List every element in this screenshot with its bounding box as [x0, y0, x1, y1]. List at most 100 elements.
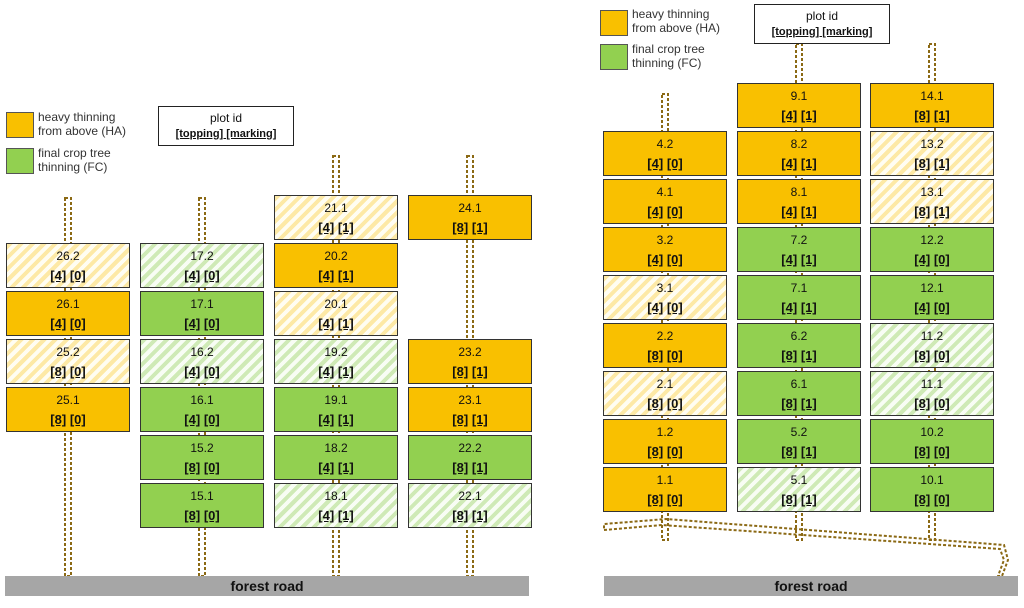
plot-topping-marking: [8] [1]: [871, 204, 993, 219]
plot-topping: [8]: [781, 396, 798, 411]
plot-6.2: 6.2[8] [1]: [737, 323, 861, 368]
plot-id-label: 7.1: [790, 281, 808, 295]
left-site-panel: heavy thinning from above (HA) final cro…: [5, 106, 532, 596]
plot-4.2: 4.2[4] [0]: [603, 131, 727, 176]
plot-topping: [8]: [50, 364, 67, 379]
plot-id-label: 18.1: [324, 489, 348, 503]
plot-1.2: 1.2[8] [0]: [603, 419, 727, 464]
plot-topping-marking: [8] [1]: [738, 492, 860, 507]
plot-id-label: 19.2: [324, 345, 348, 359]
plot-11.2: 11.2[8] [0]: [870, 323, 994, 368]
plot-marking: [1]: [800, 252, 817, 267]
plot-topping: [8]: [647, 444, 664, 459]
forest-road-label: forest road: [230, 578, 304, 594]
forest-road: forest road: [604, 576, 1018, 596]
plot-13.2: 13.2[8] [1]: [870, 131, 994, 176]
plot-topping-marking: [8] [0]: [7, 412, 129, 427]
plot-26.1: 26.1 [4] [0]: [6, 291, 130, 336]
plot-id-label: 17.1: [190, 297, 214, 311]
plot-marking: [1]: [800, 300, 817, 315]
plot-marking: [1]: [337, 268, 354, 283]
legend-fc-swatch: [6, 148, 34, 174]
plot-id-label: 25.1: [56, 393, 80, 407]
collector-trail: [603, 517, 1010, 577]
plot-marking: [0]: [203, 316, 220, 331]
plot-26.2: 26.2[4] [0]: [6, 243, 130, 288]
plot-id-label: 26.1: [56, 297, 80, 311]
plot-id-label: 20.2: [324, 249, 348, 263]
plot-topping-marking: [4] [0]: [604, 252, 726, 267]
plot-topping: [4]: [184, 364, 201, 379]
plot-marking: [0]: [666, 204, 683, 219]
forest-road: forest road: [5, 576, 529, 596]
plot-marking: [1]: [933, 156, 950, 171]
plot-topping-marking: [4] [0]: [141, 412, 263, 427]
plot-topping-marking: [8] [0]: [871, 492, 993, 507]
plot-topping: [8]: [914, 396, 931, 411]
plot-topping-marking: [8] [0]: [141, 460, 263, 475]
plot-topping: [4]: [781, 108, 798, 123]
plot-marking: [0]: [933, 300, 950, 315]
plot-topping: [4]: [184, 412, 201, 427]
plot-topping: [4]: [647, 252, 664, 267]
plot-topping-marking: [4] [0]: [604, 300, 726, 315]
plot-topping-marking: [4] [1]: [275, 412, 397, 427]
plot-marking: [1]: [800, 492, 817, 507]
plot-marking: [0]: [933, 348, 950, 363]
plot-topping-marking: [8] [0]: [871, 444, 993, 459]
plot-14.1: 14.1[8] [1]: [870, 83, 994, 128]
plot-id-label: 10.1: [920, 473, 944, 487]
plot-key-fields: [topping] [marking]: [771, 26, 873, 38]
legend-fc-label: final crop tree thinning (FC): [632, 42, 705, 70]
plot-marking: [1]: [471, 460, 488, 475]
plot-marking: [1]: [471, 412, 488, 427]
plot-topping-marking: [4] [1]: [738, 156, 860, 171]
plot-id-label: 15.2: [190, 441, 214, 455]
plot-topping-marking: [4] [0]: [141, 364, 263, 379]
plot-topping: [4]: [318, 412, 335, 427]
plot-17.1: 17.1[4] [0]: [140, 291, 264, 336]
plot-marking: [0]: [69, 412, 86, 427]
plot-topping-marking: [8] [0]: [141, 508, 263, 523]
plot-id-label: 6.2: [790, 329, 808, 343]
plot-3.1: 3.1[4] [0]: [603, 275, 727, 320]
plot-marking: [0]: [69, 316, 86, 331]
plot-id-label: 15.1: [190, 489, 214, 503]
plot-id-label: 7.2: [790, 233, 808, 247]
plot-id-label: 1.2: [656, 425, 674, 439]
plot-marking: [0]: [933, 492, 950, 507]
plot-23.1: 23.1[8] [1]: [408, 387, 532, 432]
plot-20.2: 20.2[4] [1]: [274, 243, 398, 288]
plot-topping: [8]: [914, 156, 931, 171]
legend-ha-swatch: [6, 112, 34, 138]
plot-id-label: 19.1: [324, 393, 348, 407]
legend-ha-swatch: [600, 10, 628, 36]
plot-16.2: 16.2[4] [0]: [140, 339, 264, 384]
plot-topping-marking: [8] [0]: [871, 396, 993, 411]
plot-topping: [4]: [318, 460, 335, 475]
plot-10.2: 10.2[8] [0]: [870, 419, 994, 464]
plot-marking: [0]: [933, 252, 950, 267]
plot-id-label: 18.2: [324, 441, 348, 455]
plot-10.1: 10.1 [8] [0]: [870, 467, 994, 512]
plot-topping-marking: [8] [1]: [409, 460, 531, 475]
plot-id-label: 5.1: [790, 473, 808, 487]
plot-topping-marking: [4] [0]: [141, 268, 263, 283]
plot-marking: [0]: [203, 460, 220, 475]
plot-topping-marking: [4] [1]: [275, 460, 397, 475]
plot-key-box: plot id [topping] [marking]: [754, 4, 890, 44]
plot-topping-marking: [8] [1]: [738, 396, 860, 411]
plot-topping-marking: [4] [1]: [738, 204, 860, 219]
legend-ha-line2: from above (HA): [632, 21, 721, 35]
plot-topping-marking: [4] [0]: [7, 316, 129, 331]
plot-id-label: 11.1: [920, 377, 944, 391]
plot-id-label: 5.2: [790, 425, 808, 439]
legend-ha-line2: from above (HA): [38, 124, 127, 138]
plot-marking: [1]: [800, 396, 817, 411]
plot-marking: [0]: [666, 252, 683, 267]
plot-topping: [8]: [452, 364, 469, 379]
plot-topping-marking: [4] [1]: [738, 300, 860, 315]
plot-topping-marking: [8] [1]: [409, 364, 531, 379]
legend-fc-label: final crop tree thinning (FC): [38, 146, 111, 174]
